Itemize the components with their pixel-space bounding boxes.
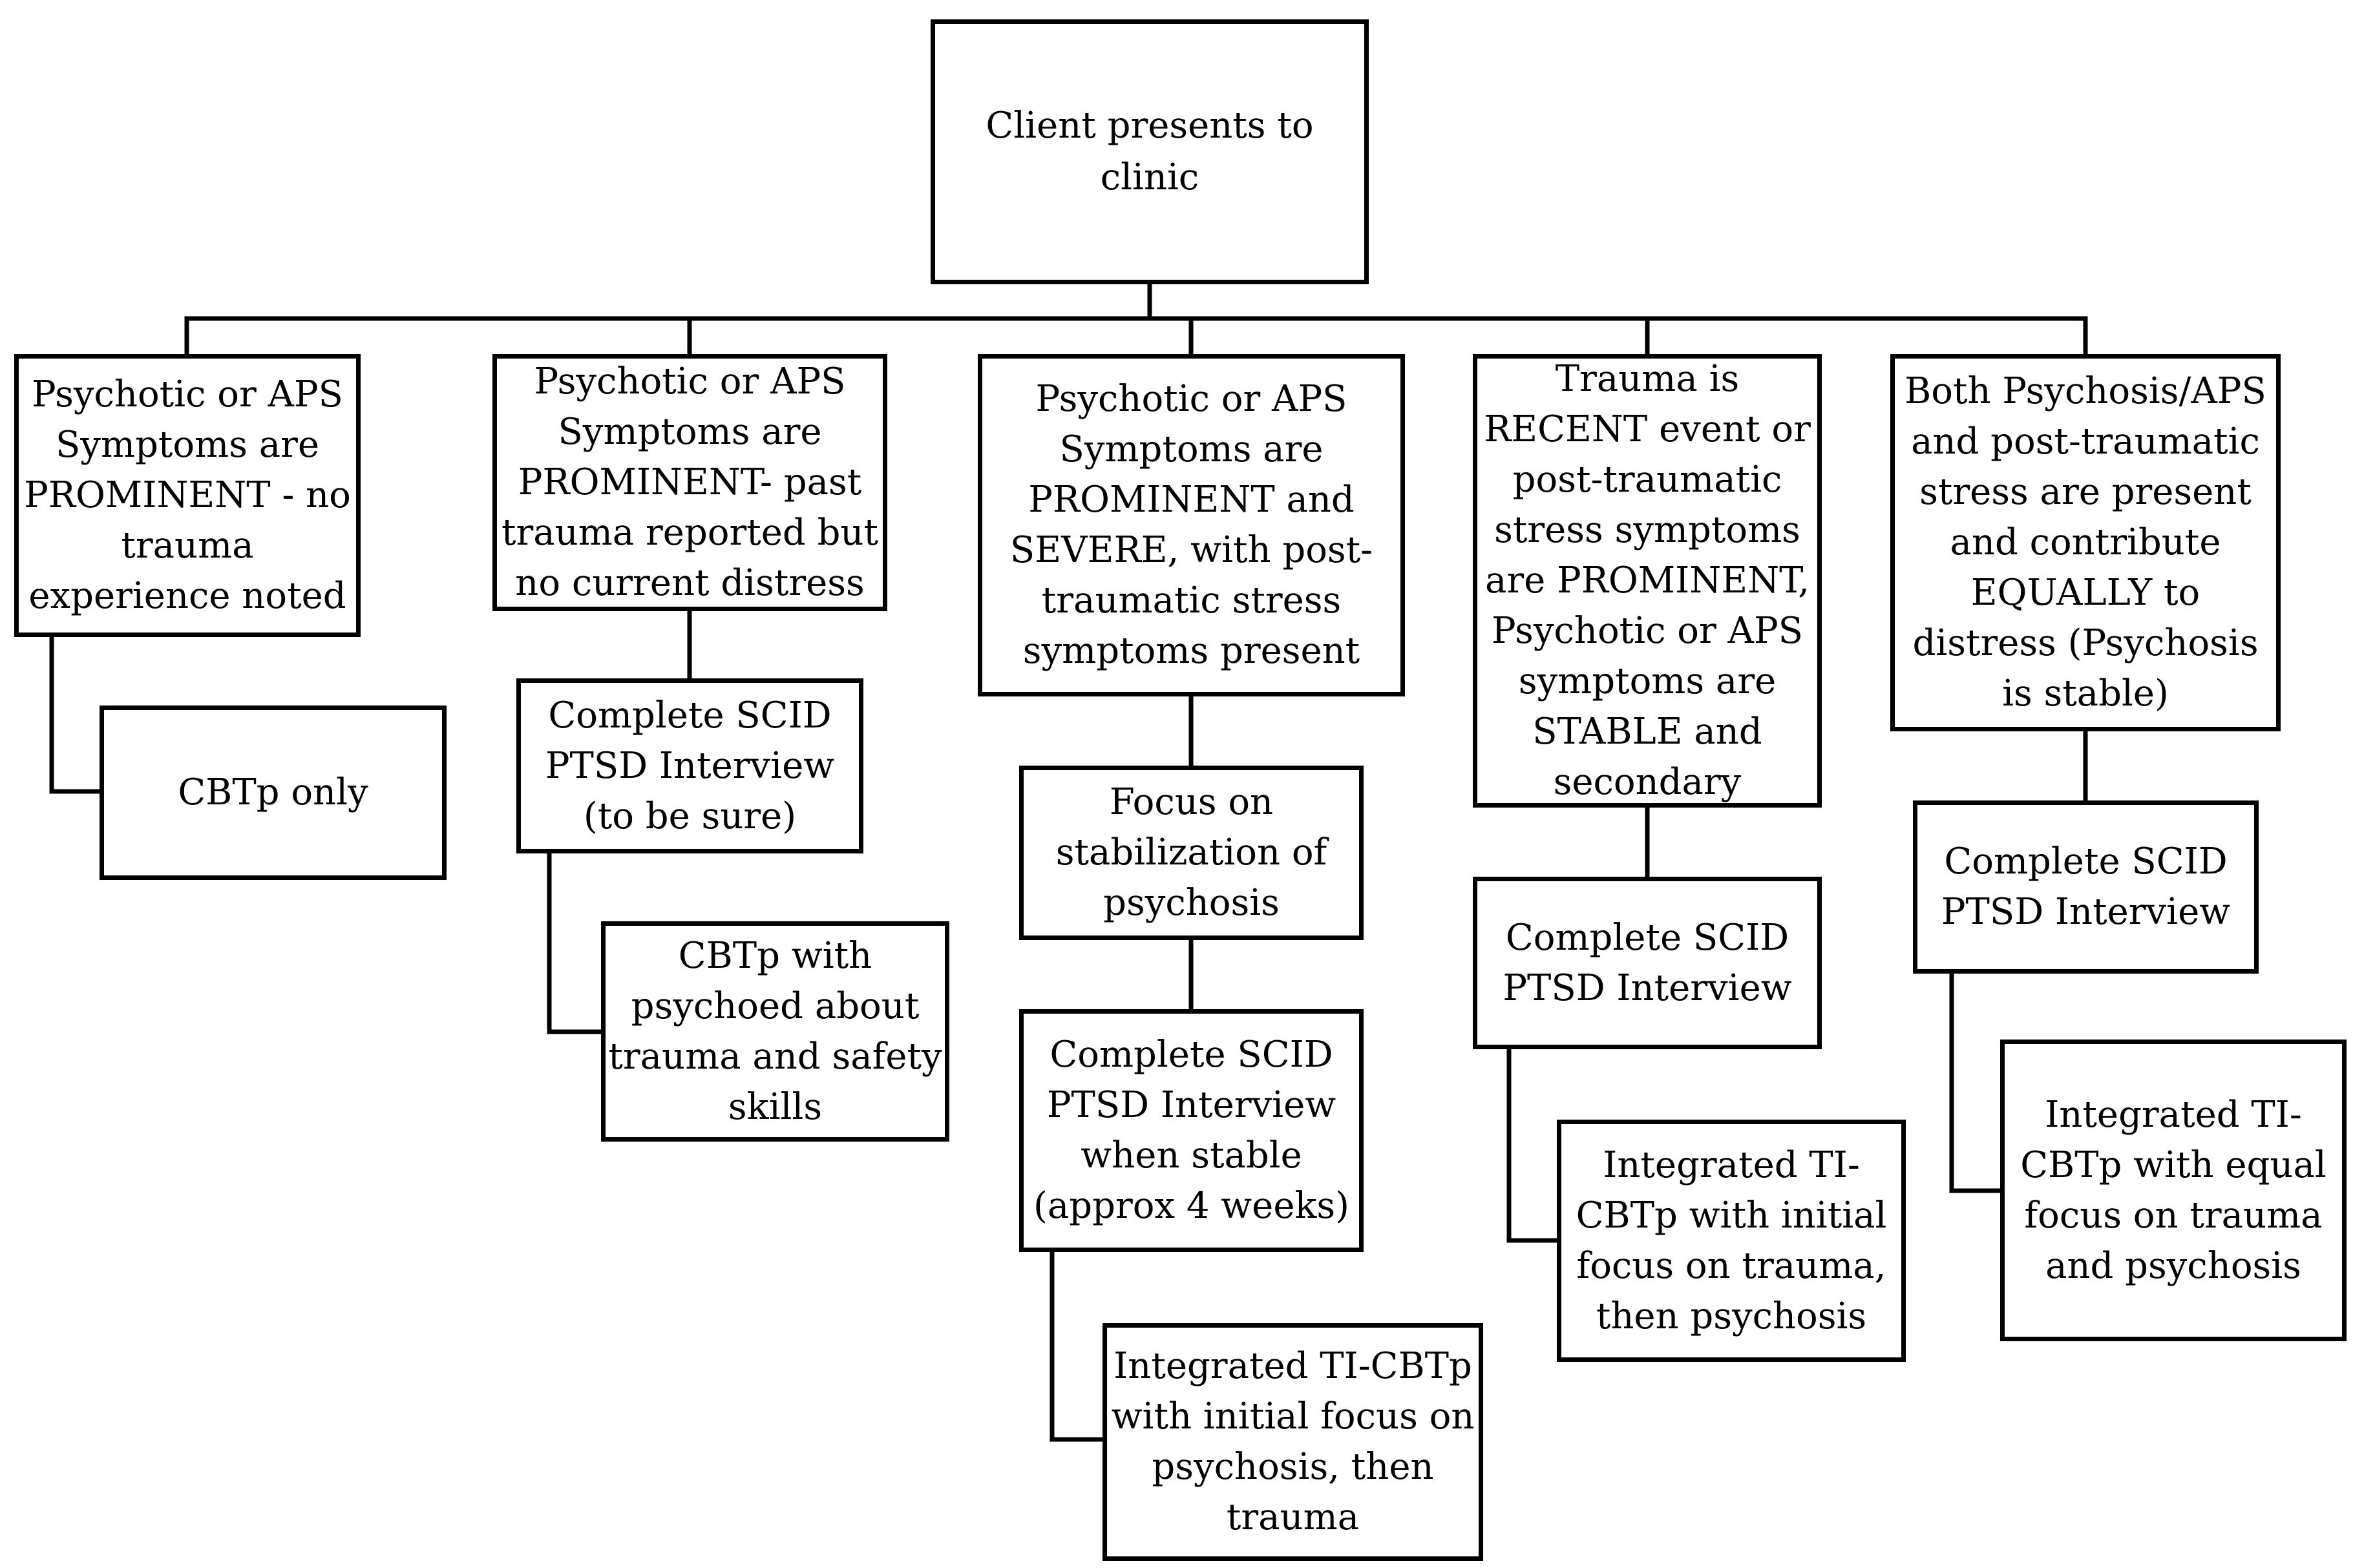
branch-3-step-2-label: Complete SCID PTSD Interview when stable… [1033, 1034, 1349, 1227]
branch-3-condition-label: Psychotic or APS Symptoms are PROMINENT … [1009, 378, 1373, 672]
branch-2-condition-box: Psychotic or APS Symptoms are PROMINENT-… [492, 354, 887, 611]
connector-branch-5-step-2 [1949, 971, 2005, 1193]
branch-4-condition-box: Trauma is RECENT event or post-traumatic… [1473, 354, 1822, 808]
connector-branch-4-step-2 [1506, 1047, 1561, 1243]
branch-5-condition-box: Both Psychosis/APS and post-traumatic st… [1890, 354, 2281, 731]
branch-4-step-1-label: Complete SCID PTSD Interview [1503, 916, 1792, 1009]
branch-1-step-1-label: CBTp only [178, 771, 368, 813]
branch-4-step-2-label: Integrated TI-CBTp with initial focus on… [1576, 1144, 1887, 1337]
branch-2-step-2-label: CBTp with psychoed about trauma and safe… [608, 934, 942, 1128]
branch-4-condition-label: Trauma is RECENT event or post-traumatic… [1484, 358, 1811, 803]
branch-2-step-1-label: Complete SCID PTSD Interview (to be sure… [545, 694, 835, 837]
branch-5-step-1-box: Complete SCID PTSD Interview [1913, 800, 2259, 974]
branch-1-condition-label: Psychotic or APS Symptoms are PROMINENT … [24, 373, 351, 617]
branch-2-condition-label: Psychotic or APS Symptoms are PROMINENT-… [501, 361, 878, 604]
branch-3-step-3-label: Integrated TI-CBTp with initial focus on… [1111, 1345, 1475, 1538]
branch-5-step-2-box: Integrated TI-CBTp with equal focus on t… [2000, 1040, 2347, 1341]
branch-5-step-2-label: Integrated TI-CBTp with equal focus on t… [2020, 1093, 2327, 1287]
branch-3-condition-box: Psychotic or APS Symptoms are PROMINENT … [978, 354, 1405, 696]
branch-3-step-2-box: Complete SCID PTSD Interview when stable… [1019, 1009, 1364, 1252]
branch-2-step-1-box: Complete SCID PTSD Interview (to be sure… [516, 678, 863, 853]
branch-2-step-2-box: CBTp with psychoed about trauma and safe… [601, 921, 949, 1142]
connector-branch-1-step-1 [49, 632, 104, 794]
branch-3-step-3-box: Integrated TI-CBTp with initial focus on… [1103, 1323, 1483, 1561]
branch-5-step-1-label: Complete SCID PTSD Interview [1941, 841, 2231, 933]
root-box: Client presents to clinic [931, 19, 1369, 284]
connector-branch-2-step-2 [547, 851, 606, 1034]
branch-1-step-1-box: CBTp only [100, 706, 447, 880]
root-label: Client presents to clinic [986, 105, 1314, 198]
branch-3-step-1-label: Focus on stabilization of psychosis [1055, 781, 1327, 924]
branch-3-step-1-box: Focus on stabilization of psychosis [1019, 766, 1364, 940]
connector-branch-3-step-3 [1050, 1249, 1107, 1442]
branch-4-step-2-box: Integrated TI-CBTp with initial focus on… [1557, 1120, 1906, 1362]
branch-4-step-1-box: Complete SCID PTSD Interview [1473, 877, 1822, 1049]
branch-5-condition-label: Both Psychosis/APS and post-traumatic st… [1905, 370, 2266, 715]
branch-1-condition-box: Psychotic or APS Symptoms are PROMINENT … [14, 354, 361, 637]
